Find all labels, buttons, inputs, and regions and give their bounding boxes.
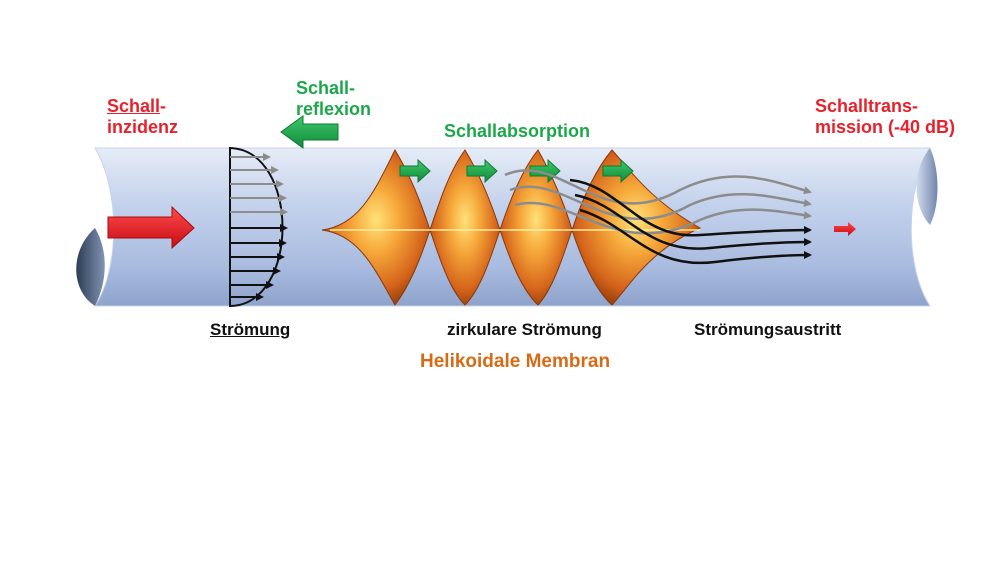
flow-profile-arrows-gray	[230, 153, 288, 216]
circular-flow-label: zirkulare Strömung	[447, 320, 602, 339]
incidence-label-suffix: -	[160, 96, 167, 116]
reflection-label-line1: Schall-	[296, 78, 356, 98]
flow-profile	[229, 146, 288, 308]
transmission-label-line1: Schalltrans-	[815, 96, 919, 116]
incidence-label-schall: Schall	[107, 96, 161, 116]
reflection-label-line2: reflexion	[296, 98, 372, 119]
sound-incidence-arrow	[107, 205, 195, 250]
absorption-label: Schallabsorption	[444, 121, 591, 141]
transmission-label-line2: mission (-40 dB)	[815, 116, 956, 137]
incidence-label: Schall- inzidenz	[107, 96, 178, 137]
exit-streamlines-black	[569, 178, 812, 265]
sound-reflection-arrow	[280, 115, 339, 149]
transmission-label: Schalltrans- mission (-40 dB)	[815, 96, 955, 137]
pipe-left-opening	[76, 228, 105, 306]
flow-label: Strömung	[210, 320, 291, 339]
flow-profile-arrows-black	[230, 224, 288, 301]
sound-transmission-arrow	[834, 222, 856, 236]
reflection-label: Schall- reflexion	[296, 78, 371, 119]
incidence-label-line2: inzidenz	[107, 116, 178, 137]
pipe-right-opening	[916, 148, 938, 225]
membrane-label: Helikoidale Membran	[420, 351, 611, 372]
flow-exit-label: Strömungsaustritt	[694, 320, 842, 339]
exit-streamlines-gray	[504, 169, 812, 235]
